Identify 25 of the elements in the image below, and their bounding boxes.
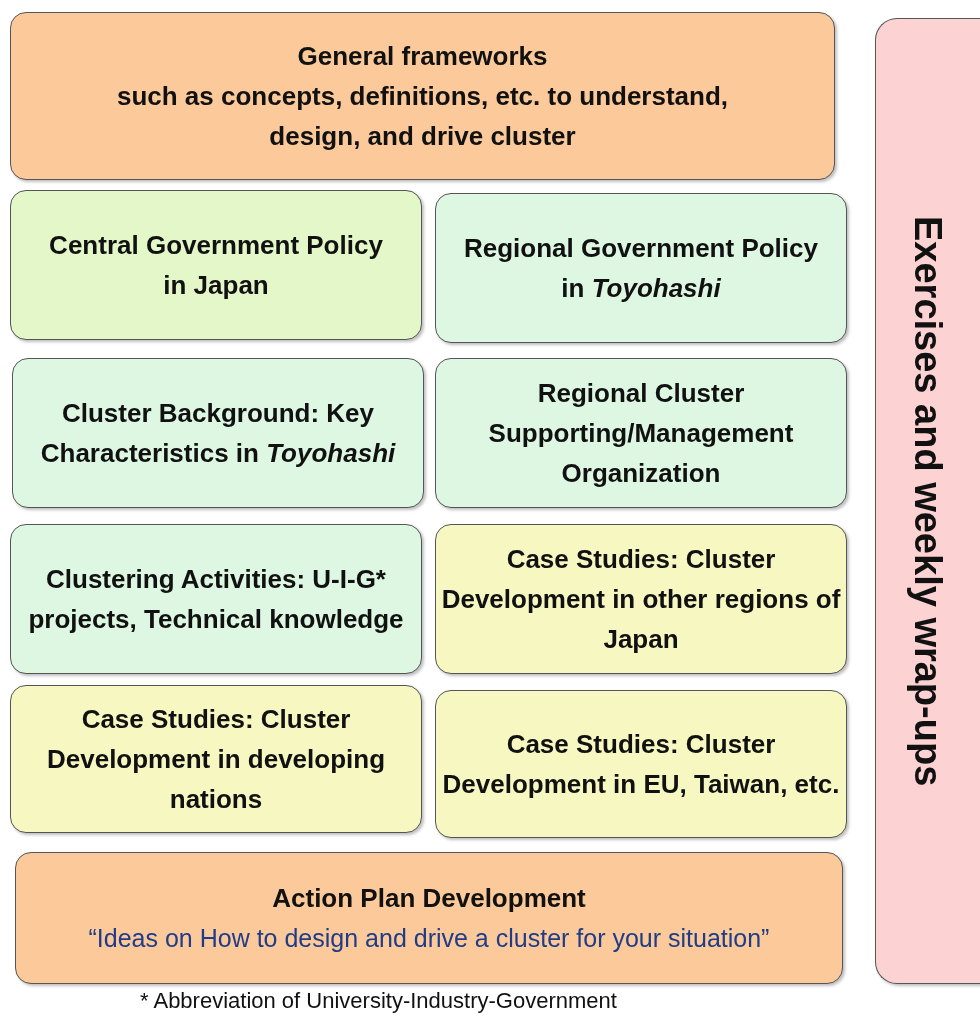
topic-box: [12, 358, 424, 508]
topic-box: [435, 193, 847, 343]
action-plan-box: [15, 852, 843, 984]
framework-box: [10, 12, 835, 180]
footnote: * Abbreviation of University-Industry-Government: [140, 988, 617, 1014]
box-heading: Clustering Activities: U-I-G* projects, Technical knowledge: [27, 563, 405, 636]
topic-box: [10, 685, 422, 833]
box-heading: Case Studies: Cluster Development in other regions of Japan: [441, 543, 841, 656]
topic-box: [435, 524, 847, 674]
box-heading: Regional Cluster Supporting/Management Organization: [487, 377, 795, 490]
box-heading: Regional Government Policy in Toyohashi: [463, 232, 819, 305]
topic-box: [435, 358, 847, 508]
box-heading: Case Studies: Cluster Development in EU, Taiwan, etc.: [441, 728, 841, 801]
box-heading: Central Government Policy in Japan: [48, 229, 384, 302]
box-heading: General frameworks: [297, 40, 548, 73]
topic-box: [10, 190, 422, 340]
box-heading: Action Plan Development: [272, 882, 586, 915]
topic-box: [10, 524, 422, 674]
topic-box: [435, 690, 847, 838]
exercises-band: [875, 18, 980, 984]
box-heading: Cluster Background: Key Characteristics in Toyohashi: [39, 397, 397, 470]
box-heading: Exercises and weekly wrap-ups: [906, 215, 950, 787]
box-text: such as concepts, definitions, etc. to understand, design, and drive cluster: [115, 80, 730, 153]
box-heading: Case Studies: Cluster Development in developing nations: [45, 703, 387, 816]
box-text: “Ideas on How to design and drive a cluster for your situation”: [88, 923, 770, 954]
